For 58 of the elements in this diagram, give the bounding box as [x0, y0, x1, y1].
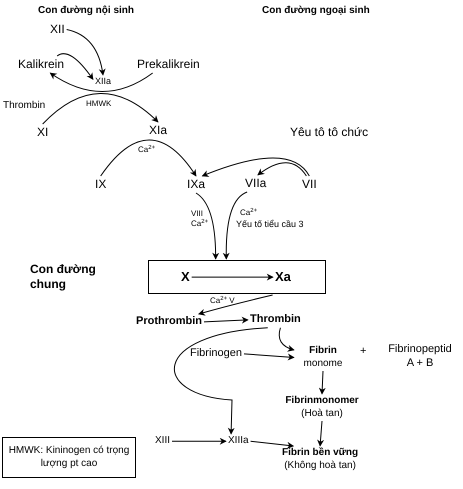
factor-label: IX — [95, 177, 106, 192]
factor-label: VII — [302, 177, 317, 192]
factor-label: X — [181, 269, 190, 286]
arrow — [202, 158, 310, 177]
factor-label: XIIa — [95, 76, 112, 88]
arrow — [196, 192, 220, 260]
product-note: (Không hoà tan) — [284, 460, 356, 472]
arrow — [317, 420, 324, 447]
note-box: HMWK: Kininogen có trọng lượng pt cao — [2, 437, 136, 478]
product-label: Fibrinopeptid A + B — [387, 343, 453, 370]
arrow — [174, 327, 268, 435]
factor-label: Fibrinogen — [190, 347, 242, 361]
factor-label: Thrombin — [250, 313, 301, 327]
arrow — [198, 294, 274, 316]
arrow — [191, 274, 274, 281]
factor-label: XII — [50, 22, 65, 37]
factor-label: Kalikrein — [18, 57, 64, 72]
factor-label: XI — [37, 125, 48, 140]
arrow — [250, 440, 294, 449]
factor-label: Yêu tô tô chức — [290, 125, 368, 140]
cofactor-label: VIII — [191, 209, 204, 218]
product-note: (Hoà tan) — [301, 408, 343, 420]
product-note: monome — [304, 358, 342, 370]
factor-label: XIa — [149, 123, 168, 138]
cofactor-label: HMWK — [86, 99, 112, 109]
factor-label: Prekalikrein — [137, 57, 200, 72]
arrow — [100, 140, 196, 177]
product-name: Fibrin bền vững — [282, 447, 358, 460]
factor-label: XIIIa — [228, 435, 249, 448]
factor-label: Prothrombin — [136, 315, 202, 329]
arrow — [50, 72, 154, 92]
arrow — [172, 438, 227, 445]
factor-label: Xa — [275, 269, 291, 286]
cofactor-label: Ca$^{2+}$ — [191, 219, 208, 229]
arrow — [222, 192, 248, 260]
arrow — [257, 162, 307, 176]
activator-label: Thrombin — [3, 100, 46, 112]
arrow — [243, 353, 295, 361]
arrow — [42, 93, 159, 124]
pathway-heading: Con đường nội sinh — [38, 5, 134, 18]
pathway-heading: Con đường chung — [30, 262, 97, 292]
arrow — [66, 29, 106, 76]
product-name: Fibrin — [309, 345, 337, 358]
factor-label: VIIa — [245, 176, 266, 191]
pathway-heading: Con đường ngoại sinh — [262, 5, 370, 18]
arrow — [278, 327, 295, 352]
product-name: Fibrinmonomer — [285, 395, 359, 408]
factor-label: XIII — [155, 435, 170, 448]
cofactor-label: Ca$^{2+}$ V — [210, 296, 235, 306]
factor-label: IXa — [187, 177, 206, 192]
cofactor-label: Ca$^{2+}$ — [240, 208, 258, 218]
reaction-frame — [148, 260, 326, 294]
arrow — [204, 316, 249, 324]
arrow — [56, 53, 94, 80]
plus-sign: + — [360, 345, 366, 359]
arrow — [318, 370, 326, 395]
cofactor-label: Yếu tố tiểu cầu 3 — [236, 219, 304, 230]
cofactor-label: Ca$^{2+}$ — [138, 145, 156, 155]
